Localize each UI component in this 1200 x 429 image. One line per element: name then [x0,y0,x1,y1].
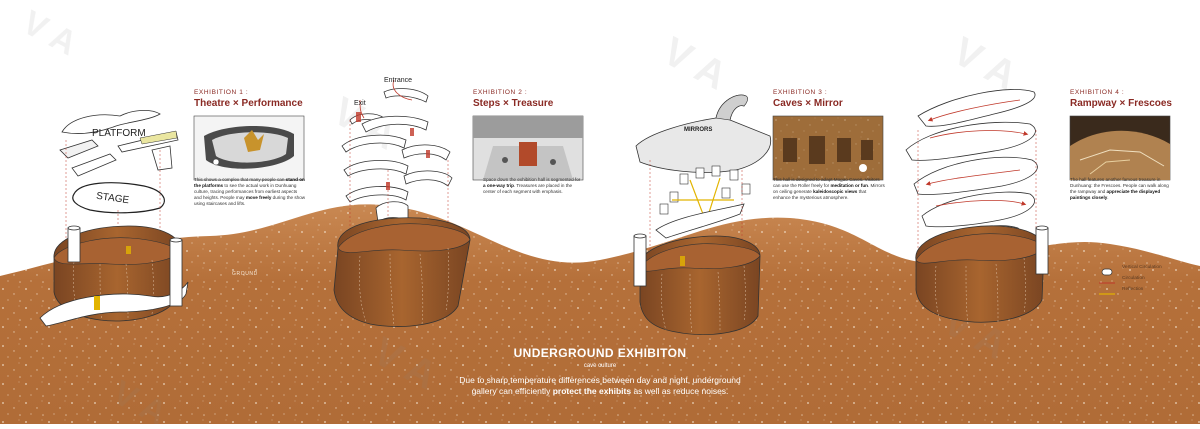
label-platform: PLATFORM [92,128,146,139]
exhibition-4-info: EXHIBITION 4 : Rampway × Frescoes The ha… [1070,89,1190,201]
svg-text:V A: V A [16,4,83,64]
exhibition-kicker: EXHIBITION 4 : [1070,89,1125,96]
caption-body: Due to sharp temperature differences bet… [420,375,780,397]
photo-theatre [193,115,305,181]
exhibition-2-info: EXHIBITION 2 : Steps × Treasure Space do… [473,89,613,195]
exhibition-description: This hall is designed to adapt Mogao Cav… [773,177,885,200]
legend-label: Circulation [1122,275,1145,281]
exhibition-kicker: EXHIBITION 2 : [473,89,528,96]
exhibition-description: Space down the exhibition hall is segmen… [483,177,581,194]
red-line-icon [1098,274,1116,284]
legend-row-vertical: Vertical Circulation [1098,262,1198,276]
exhibition-2-model [333,79,471,327]
exhibition-1-info: EXHIBITION 1 : Theatre × Performance Thi… [194,89,334,207]
exhibition-kicker: EXHIBITION 3 : [773,89,828,96]
svg-text:V A: V A [656,29,734,98]
exhibition-1-model [39,110,189,327]
photo-frescoes [1069,115,1171,181]
legend-label: Reflection [1122,286,1144,292]
legend-row-circulation: Circulation [1098,273,1198,284]
exhibition-title: Steps × Treasure [473,98,554,109]
exhibition-title: Theatre × Performance [194,98,303,109]
svg-text:V A: V A [946,29,1024,98]
cylinder-icon [1098,263,1116,276]
exhibition-3-model [633,94,772,335]
photo-caves [772,115,884,181]
photo-steps [472,115,584,181]
exhibition-description: The hall features another famous treasur… [1070,177,1169,200]
label-ground: GROUND [232,271,258,277]
legend-row-reflection: Reflection [1098,284,1198,295]
caption-line-2: gallery can efficiently protect the exhi… [471,386,729,396]
caption-subtitle: cave culture [583,363,617,369]
legend-label: Vertical Circulation [1122,264,1162,270]
caption-line-1: Due to sharp temperature differences bet… [459,375,741,385]
label-exit: Exit [354,100,366,107]
caption-title: UNDERGROUND EXHIBITON [513,346,687,360]
exhibition-3-info: EXHIBITION 3 : Caves × Mirror This hall … [773,89,913,201]
bottom-caption: UNDERGROUND EXHIBITON cave culture Due t… [420,346,780,397]
exhibition-4-model [905,89,1049,325]
label-mirrors: MIRRORS [684,127,713,133]
exhibition-kicker: EXHIBITION 1 : [194,89,249,96]
exhibition-title: Caves × Mirror [773,98,843,109]
yellow-line-icon [1098,285,1116,295]
exhibition-title: Rampway × Frescoes [1070,98,1172,109]
legend: Vertical Circulation Circulation Reflect… [1098,262,1198,295]
label-entrance: Entrance [384,77,413,84]
exhibition-description: This shows a complex that many people ca… [194,177,306,206]
